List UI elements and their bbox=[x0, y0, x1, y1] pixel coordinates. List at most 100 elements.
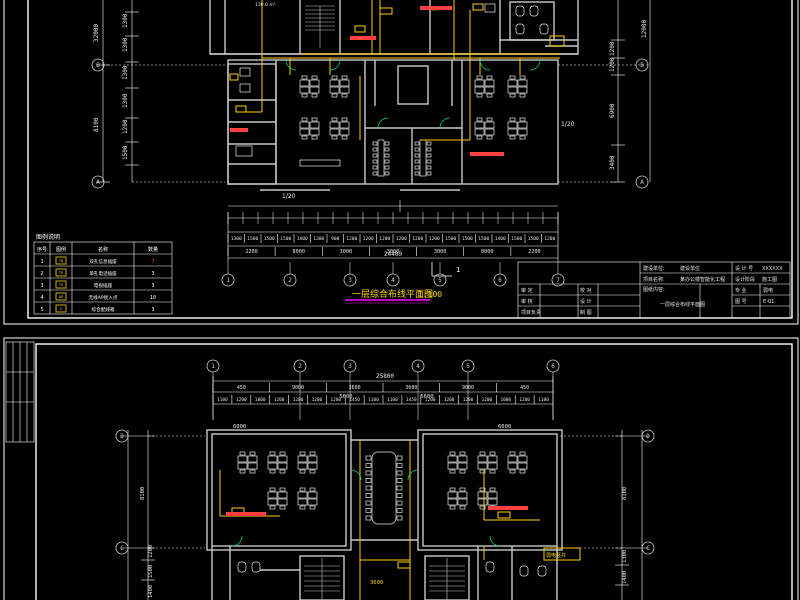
grid-bubble bbox=[433, 273, 447, 287]
chair bbox=[426, 153, 432, 158]
dim-text: 1500 bbox=[247, 236, 258, 242]
dim-text: 1400 bbox=[622, 571, 628, 584]
chair bbox=[396, 515, 403, 521]
desk bbox=[277, 455, 288, 463]
chair bbox=[519, 117, 526, 122]
chair bbox=[414, 141, 420, 146]
dim-text: 2200 bbox=[245, 249, 258, 255]
title-block-sign-row: 审 核 bbox=[521, 298, 533, 305]
dim-text: 1100 bbox=[217, 397, 228, 403]
sheet-1-scale: 1:100 bbox=[418, 290, 442, 299]
grid-bubble bbox=[115, 541, 129, 555]
sheet-1-dimension-ticks bbox=[227, 212, 559, 224]
desk bbox=[487, 455, 498, 463]
desk bbox=[487, 462, 498, 470]
dim-text: 1200 bbox=[379, 236, 390, 242]
chair bbox=[331, 117, 338, 122]
legend-no: 3 bbox=[40, 283, 43, 289]
chair bbox=[365, 515, 372, 521]
desk bbox=[339, 121, 350, 129]
dim-text: 3000 bbox=[387, 249, 400, 255]
desk bbox=[507, 462, 518, 470]
dim-text: 1400 bbox=[297, 236, 308, 242]
desk bbox=[309, 79, 320, 87]
grid-bubble-label: 2 bbox=[298, 363, 302, 370]
sheet-1-red-note-markers bbox=[230, 6, 504, 156]
desk bbox=[507, 455, 518, 463]
legend-no: 2 bbox=[40, 271, 43, 277]
chair bbox=[365, 463, 372, 468]
desk bbox=[297, 498, 308, 506]
title-block-sign-row: 校 对 bbox=[580, 287, 592, 294]
chair bbox=[279, 469, 286, 474]
dim-text: 6000 bbox=[498, 424, 511, 430]
chair bbox=[331, 93, 338, 98]
desk bbox=[507, 86, 518, 94]
desk bbox=[487, 498, 498, 506]
desk bbox=[517, 455, 528, 463]
desk bbox=[297, 462, 308, 470]
chair bbox=[311, 93, 318, 98]
grid-bubble bbox=[635, 175, 649, 189]
grid-bubble-label: 4 bbox=[416, 363, 420, 370]
chair bbox=[426, 159, 432, 164]
cabinet bbox=[239, 83, 251, 93]
dim-text: 1500 bbox=[122, 145, 129, 160]
title-block-sign-row: 制 图 bbox=[580, 309, 592, 316]
desk bbox=[484, 86, 495, 94]
desk bbox=[277, 462, 288, 470]
chair bbox=[479, 487, 486, 492]
dim-text: 1200 bbox=[330, 397, 341, 403]
desk bbox=[267, 462, 278, 470]
dim-text: 1500 bbox=[511, 236, 522, 242]
chair bbox=[365, 478, 372, 483]
chair bbox=[269, 469, 276, 474]
chair bbox=[519, 135, 526, 140]
chair bbox=[309, 505, 316, 510]
grid-bubble bbox=[343, 359, 357, 373]
chair bbox=[372, 159, 378, 164]
dim-text: 1100 bbox=[387, 397, 398, 403]
chair bbox=[414, 165, 420, 170]
chair bbox=[311, 117, 318, 122]
dim-text: 1000 bbox=[500, 397, 511, 403]
chair bbox=[384, 153, 390, 158]
dim-text: 1500 bbox=[148, 565, 154, 578]
title-block-info-value: E-01 bbox=[763, 299, 774, 305]
title-block-drawing-label: 图纸内容: bbox=[643, 286, 665, 293]
legend-symbol-icon bbox=[55, 256, 67, 265]
chair bbox=[519, 451, 526, 456]
grid-bubble bbox=[461, 359, 475, 373]
desk bbox=[517, 128, 528, 136]
counter bbox=[299, 159, 341, 167]
legend-name: 综合配线箱 bbox=[92, 306, 115, 313]
desk bbox=[339, 128, 350, 136]
chair bbox=[384, 171, 390, 176]
grid-bubble bbox=[386, 273, 400, 287]
slope-note: 1/20 bbox=[282, 193, 296, 200]
title-block-info-key: 设 计 号 bbox=[735, 265, 753, 272]
desk bbox=[307, 462, 318, 470]
dim-text: 1300 bbox=[622, 550, 628, 563]
grid-bubble-label: A bbox=[640, 179, 644, 186]
dim-text: 1200 bbox=[444, 397, 455, 403]
sheet-1-desk-clusters bbox=[235, 67, 528, 177]
section-mark-label: 1 bbox=[456, 266, 460, 274]
chair bbox=[372, 141, 378, 146]
dim-text: 1500 bbox=[445, 236, 456, 242]
dim-text: 1200 bbox=[425, 397, 436, 403]
grid-bubble-label: 2 bbox=[288, 277, 292, 284]
chair bbox=[331, 75, 338, 80]
grid-bubble-label: 7 bbox=[556, 277, 560, 284]
grid-bubble bbox=[293, 359, 307, 373]
desk bbox=[267, 498, 278, 506]
dim-text: 900 bbox=[331, 236, 340, 242]
dim-total: 8100 bbox=[140, 487, 146, 500]
dim-total: 32000 bbox=[93, 24, 100, 42]
grid-bubble bbox=[283, 273, 297, 287]
grid-bubble bbox=[641, 541, 655, 555]
grid-bubble-label: 3 bbox=[348, 363, 352, 370]
